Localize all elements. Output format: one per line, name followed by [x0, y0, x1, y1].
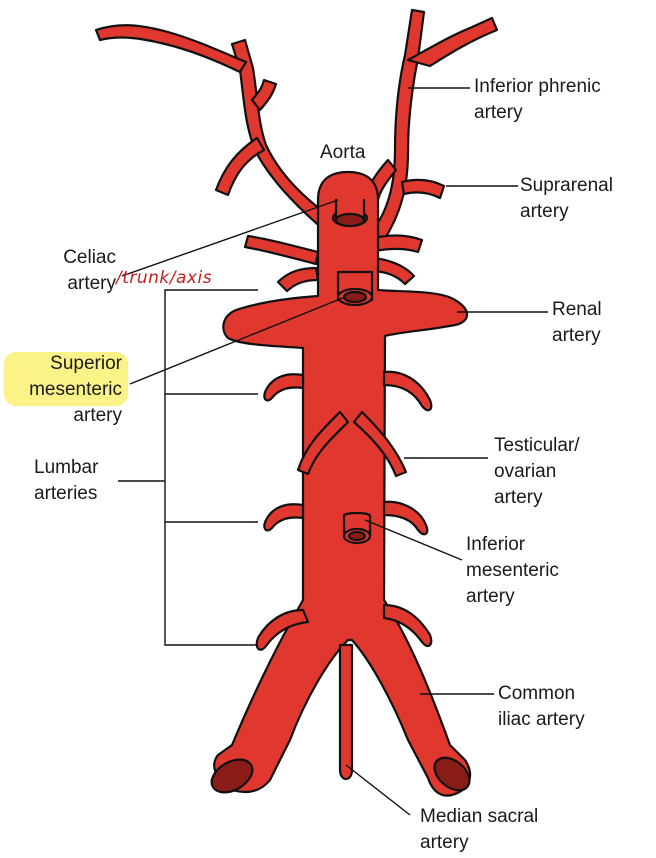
lumbar-arteries-right	[382, 370, 433, 648]
right-iliac-lumen	[433, 756, 471, 792]
aorta-trunk	[213, 170, 472, 797]
celiac-handwritten-annotation: /trunk/axis	[116, 268, 213, 288]
median-sacral-artery	[338, 643, 354, 781]
left-iliac-lumen	[210, 758, 254, 794]
highlight-superior-mesenteric	[4, 352, 128, 406]
lumbar-arteries-left	[255, 373, 310, 651]
celiac-trunk-stub	[336, 196, 364, 218]
upper-side-branches	[243, 234, 424, 293]
left-inferior-phrenic-artery	[94, 24, 340, 237]
testicular-ovarian-arteries	[296, 410, 408, 478]
label-aorta: Aorta	[320, 142, 366, 163]
leader-lines	[118, 87, 548, 816]
